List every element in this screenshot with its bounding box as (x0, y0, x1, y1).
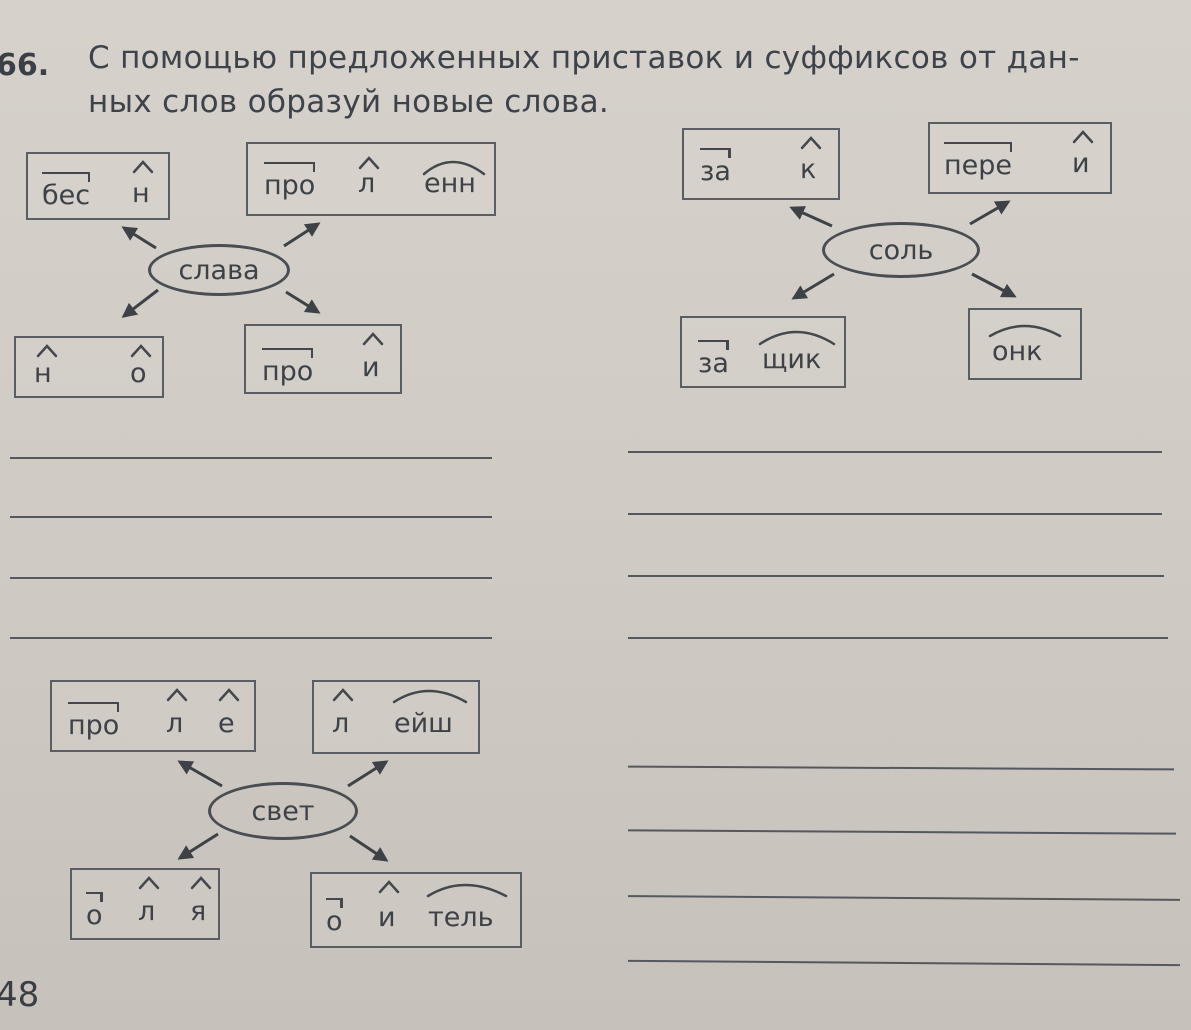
answer-line[interactable] (628, 575, 1164, 577)
arrow-to-onk (971, 272, 1017, 298)
suffix-mark: и (1072, 148, 1090, 179)
suffix-mark: енн (424, 168, 476, 199)
arrow-to-pro-l-enn (283, 222, 321, 248)
arrow-to-za-k (789, 206, 833, 228)
answer-line[interactable] (627, 829, 1177, 835)
prefix-mark: про (68, 702, 120, 739)
exercise-number: 66. (0, 48, 50, 83)
morpheme-box-o-i-tel: о и тель (310, 872, 522, 948)
morpheme-box-pro-l-enn: про л енн (246, 142, 496, 216)
arrow-to-o-l-ya (177, 832, 219, 860)
prefix-mark: за (698, 340, 729, 377)
suffix-mark: л (166, 708, 184, 739)
suffix-mark: н (34, 358, 52, 389)
arrow-to-pro-l-e (177, 760, 223, 788)
prefix-mark: пере (944, 142, 1013, 179)
arrow-to-pro-i (285, 290, 321, 314)
suffix-mark: онк (992, 336, 1043, 367)
answer-line[interactable] (10, 577, 492, 579)
arrow-to-o-i-tel (349, 834, 389, 862)
prefix-mark: бес (42, 172, 91, 209)
answer-line[interactable] (628, 637, 1168, 639)
suffix-mark: н (132, 178, 150, 209)
morpheme-box-o-l-ya: о л я (70, 868, 220, 940)
morpheme-box-n-o: н о (14, 336, 164, 398)
answer-line[interactable] (10, 457, 492, 459)
morpheme-box-pere-i: пере и (928, 122, 1112, 194)
suffix-mark: ейш (394, 708, 453, 739)
suffix-mark: и (378, 902, 396, 933)
morpheme-box-za-shchik: за щик (680, 316, 846, 388)
prefix-mark: про (264, 162, 316, 199)
suffix-mark: тель (428, 902, 494, 933)
arrow-to-bes-n (121, 226, 157, 250)
prefix-mark: за (700, 148, 731, 185)
morpheme-box-onk: онк (968, 308, 1082, 380)
task-text-line-1: С помощью предложенных приставок и суффи… (88, 40, 1080, 76)
morpheme-box-pro-i: про и (244, 324, 402, 394)
ending-mark: о (130, 358, 147, 389)
morpheme-box-pro-l-e: про л е (50, 680, 256, 752)
prefix-mark: про (262, 348, 314, 385)
suffix-mark: к (800, 154, 817, 185)
suffix-mark: л (138, 896, 156, 927)
arrow-to-l-eish (347, 760, 389, 788)
suffix-mark: щик (762, 344, 822, 375)
prefix-mark: о (86, 892, 103, 929)
task-text-line-2: ных слов образуй новые слова. (88, 84, 610, 120)
answer-line[interactable] (628, 513, 1162, 515)
arrow-to-za-shchik (791, 272, 835, 300)
ending-mark: я (190, 896, 207, 927)
morpheme-box-l-eish: л ейш (312, 680, 480, 754)
ending-mark: е (218, 708, 235, 739)
morpheme-box-za-k: за к (682, 128, 840, 200)
suffix-mark: и (362, 352, 380, 383)
answer-line[interactable] (627, 765, 1175, 771)
root-oval-svet: свет (208, 782, 358, 840)
answer-line[interactable] (628, 451, 1162, 453)
suffix-mark: л (332, 708, 350, 739)
page-number: 48 (0, 975, 40, 1015)
answer-line[interactable] (10, 637, 492, 639)
prefix-mark: о (326, 898, 343, 935)
root-oval-sol: соль (822, 222, 980, 278)
arrow-to-n-o (121, 288, 159, 318)
morpheme-box-bes-n: бес н (26, 152, 170, 220)
suffix-mark: л (358, 168, 376, 199)
arrow-to-pere-i (969, 200, 1011, 226)
answer-line[interactable] (627, 895, 1181, 901)
answer-line[interactable] (10, 516, 492, 518)
answer-line[interactable] (628, 959, 1180, 967)
root-oval-slava: слава (148, 244, 290, 296)
